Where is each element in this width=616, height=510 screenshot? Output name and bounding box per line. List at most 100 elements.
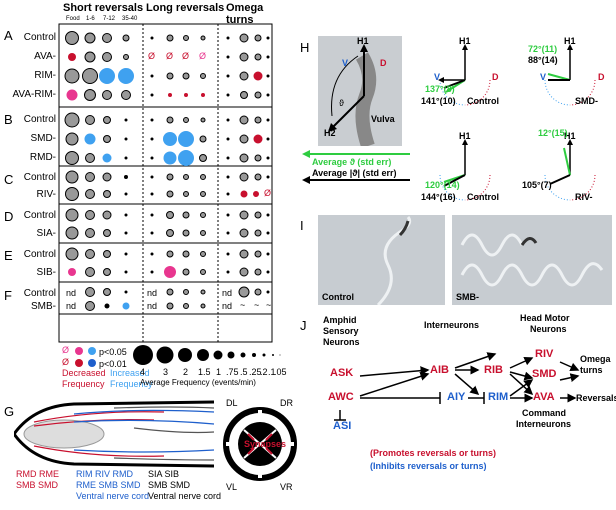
scale-dot <box>197 349 209 361</box>
data-dot <box>103 190 111 198</box>
scale-dot <box>262 353 266 357</box>
polar-plot-control-1 <box>438 44 491 106</box>
legend-decreased-frequency: Frequency <box>62 379 105 389</box>
data-dot <box>124 175 128 179</box>
quadrant-vl: VL <box>226 482 238 492</box>
data-dot <box>183 35 189 41</box>
scale-dot <box>178 348 192 362</box>
node-asi: ASI <box>333 420 352 432</box>
data-dot <box>254 91 262 99</box>
nd-label: nd <box>222 288 233 298</box>
data-dot <box>103 135 111 143</box>
g-red-label-2: SMB SMD <box>16 480 59 490</box>
data-dot <box>166 288 174 296</box>
data-dot <box>254 288 262 296</box>
polar-h1-label-2: H1 <box>564 36 576 46</box>
scale-value: .25 <box>249 367 262 377</box>
scale-dot <box>227 351 235 359</box>
polar-v-label-2: V <box>540 72 547 82</box>
subheader-food-1: Food <box>66 16 80 22</box>
row-label: RMD- <box>29 152 56 163</box>
nd-label: nd <box>147 288 158 298</box>
legend-red-dot <box>75 359 83 367</box>
data-dot <box>254 268 262 276</box>
data-dot <box>102 153 112 163</box>
column-header-motor-1: Head Motor <box>520 313 570 323</box>
data-dot <box>240 91 248 99</box>
data-dot <box>166 250 174 258</box>
node-rib: RIB <box>484 364 503 376</box>
data-dot <box>65 208 79 222</box>
data-dot <box>124 290 128 294</box>
data-dot <box>178 150 194 166</box>
data-dot <box>226 137 230 141</box>
data-dot <box>85 267 95 277</box>
panel-letter-g: G <box>4 404 15 419</box>
data-dot <box>103 268 111 276</box>
photo-h1: H1 <box>357 36 369 46</box>
column-header-interneurons: Interneurons <box>424 320 480 330</box>
data-dot <box>254 116 262 124</box>
quadrant-vr: VR <box>280 482 293 492</box>
data-dot <box>200 251 206 257</box>
data-dot <box>124 270 128 274</box>
data-dot <box>84 51 96 63</box>
data-dot <box>183 117 189 123</box>
data-dot <box>239 115 249 125</box>
scale-value: 1 <box>216 367 222 377</box>
subheader-7-12-1: 7-12 <box>103 16 116 22</box>
polar-plot-control-2 <box>439 139 491 201</box>
polar-green-2: 72°(11) <box>528 44 558 54</box>
nd-label: nd <box>66 301 77 311</box>
data-dot <box>150 36 154 40</box>
data-dot <box>65 31 79 45</box>
data-dot <box>65 187 79 201</box>
polar-name-3: Control <box>467 192 499 202</box>
data-dot <box>163 132 177 146</box>
data-dot <box>124 118 128 122</box>
row-label: RIM- <box>34 70 56 81</box>
output-omega-2: turns <box>580 365 603 375</box>
panel-letter-c: C <box>4 172 14 187</box>
row-label: Control <box>23 32 56 43</box>
legend-blue-dot <box>88 359 96 367</box>
data-dot <box>266 55 270 59</box>
data-dot <box>68 53 76 61</box>
nerve-ring-cross-section <box>223 407 297 481</box>
data-dot <box>150 175 154 179</box>
polar-black-3: 144°(16) <box>421 192 456 202</box>
data-dot <box>163 151 177 165</box>
data-dot <box>200 269 206 275</box>
photo-label-control: Control <box>322 292 354 302</box>
track-photo-smb <box>452 215 612 305</box>
scale-dot <box>156 346 174 364</box>
scale-dot <box>272 354 274 356</box>
scale-dot <box>213 350 223 360</box>
quadrant-dr: DR <box>280 398 293 408</box>
row-label: SMD- <box>30 133 56 144</box>
data-dot <box>65 247 79 261</box>
data-dot <box>200 212 206 218</box>
legend-average-abs-theta: Average |ϑ| (std err) <box>312 168 397 178</box>
data-dot <box>64 68 80 84</box>
data-dot <box>182 250 190 258</box>
scale-dot <box>240 352 246 358</box>
data-dot <box>200 174 206 180</box>
data-dot <box>239 228 249 238</box>
data-dot <box>239 134 249 144</box>
data-dot <box>150 118 154 122</box>
legend-inhibits: (Inhibits reversals or turns) <box>370 461 487 471</box>
data-dot <box>226 270 230 274</box>
data-dot <box>150 93 154 97</box>
data-dot <box>68 268 76 276</box>
data-dot <box>226 213 230 217</box>
polar-name-2: SMD- <box>575 96 598 106</box>
zero-marker: Ø <box>199 51 207 61</box>
panel-letter-f: F <box>4 288 12 303</box>
data-dot <box>168 93 172 97</box>
g-red-label-1: RMD RME <box>16 469 59 479</box>
data-dot <box>200 230 206 236</box>
data-dot <box>226 252 230 256</box>
data-dot <box>118 68 134 84</box>
data-dot <box>150 252 154 256</box>
